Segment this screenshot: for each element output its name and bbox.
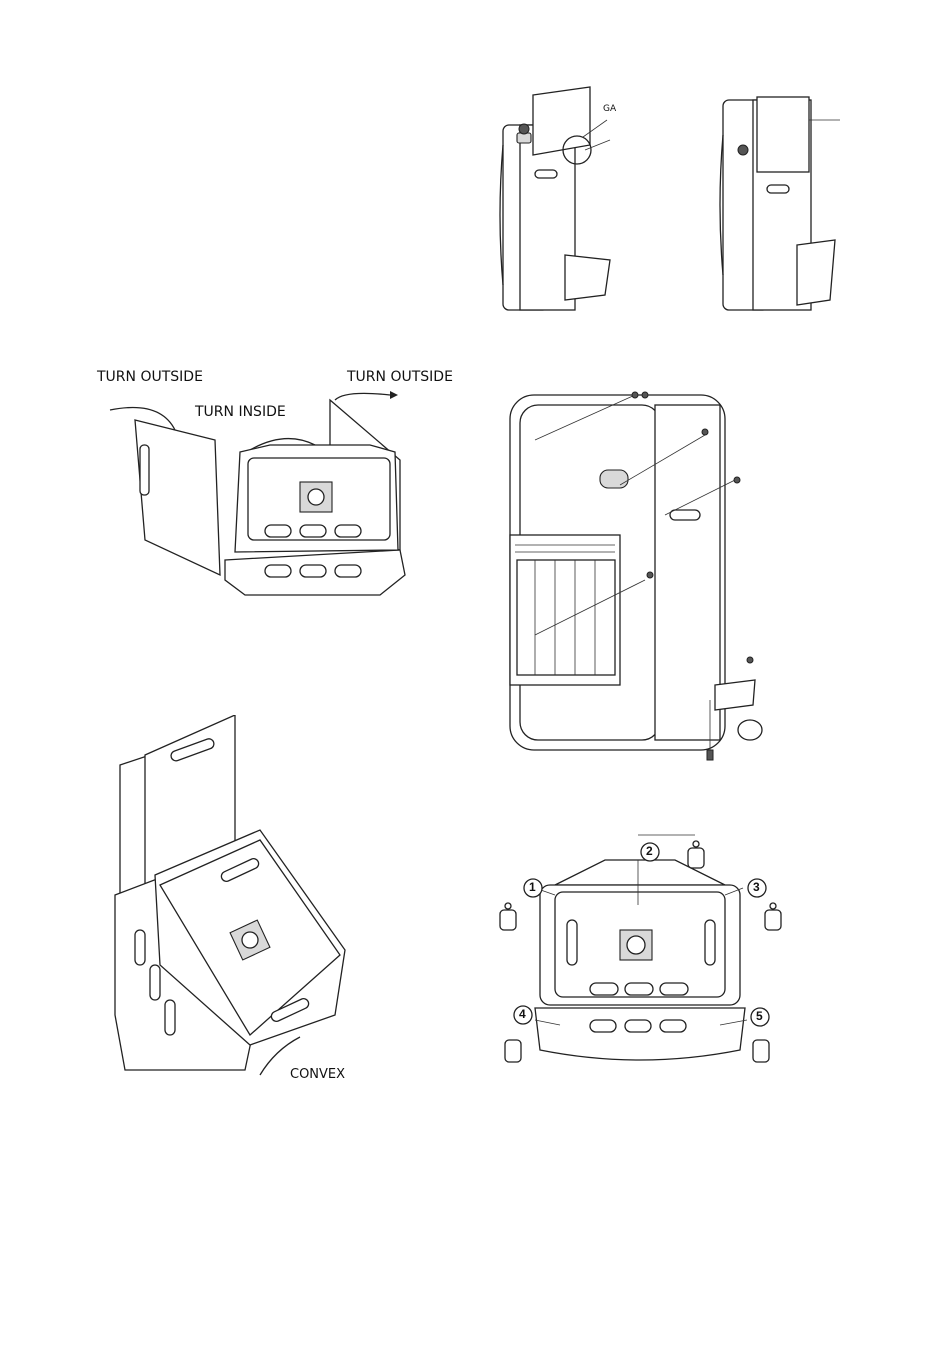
wheel-number-5: 5	[756, 1010, 763, 1022]
wheel-number-4: 4	[519, 1008, 526, 1020]
figure-panel-fold	[100, 715, 360, 1080]
gas-label: GA	[603, 105, 616, 114]
wheel-number-2: 2	[646, 845, 653, 857]
wheel-number-3: 3	[753, 881, 760, 893]
turn-outside-right-label: TURN OUTSIDE	[347, 370, 453, 384]
turn-outside-left-label: TURN OUTSIDE	[97, 370, 203, 384]
heater-front-screws-drawing	[505, 385, 780, 765]
panel-fold-drawing	[100, 715, 360, 1080]
figure-wheel-positions: 1 2 3 4 5	[495, 830, 785, 1070]
convex-label: CONVEX	[290, 1068, 345, 1081]
heater-panel-closed-drawing	[715, 95, 840, 315]
figure-heater-panel-lift: GA	[495, 85, 615, 315]
figure-heater-front-screws	[505, 385, 780, 765]
wheel-positions-drawing	[495, 830, 785, 1070]
wheel-number-1: 1	[529, 881, 536, 893]
figure-panels-turn	[100, 390, 430, 605]
heater-panel-lift-drawing	[495, 85, 615, 315]
panels-turn-drawing	[100, 390, 430, 605]
figure-heater-panel-closed	[715, 95, 840, 315]
